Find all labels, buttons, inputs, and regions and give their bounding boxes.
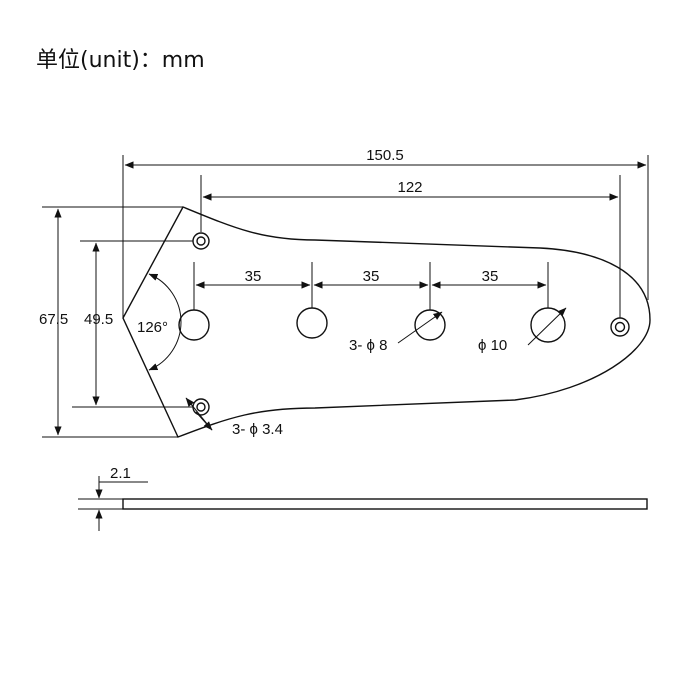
dim-label-spacing-2: 35 bbox=[363, 268, 380, 285]
dim-label-tip-angle: 126° bbox=[137, 319, 168, 336]
leader-screw-holes-b bbox=[195, 411, 213, 431]
screw-hole-bottom bbox=[192, 398, 210, 416]
label-large-holes: 3- ϕ 8 bbox=[349, 337, 387, 354]
pot-hole-1 bbox=[178, 309, 210, 341]
label-screw-holes: 3- ϕ 3.4 bbox=[232, 421, 283, 438]
unit-label: 单位(unit)：mm bbox=[36, 48, 205, 73]
screw-hole-top bbox=[192, 232, 210, 250]
extension-lines bbox=[42, 155, 649, 438]
dim-arc-tip-angle bbox=[148, 273, 182, 371]
dim-label-outer-height: 67.5 bbox=[39, 311, 68, 328]
dim-label-spacing-3: 35 bbox=[482, 268, 499, 285]
pot-hole-3 bbox=[414, 309, 446, 341]
dim-label-thickness: 2.1 bbox=[110, 465, 131, 482]
label-control-hole: ϕ 10 bbox=[478, 337, 507, 354]
plate-outline bbox=[122, 206, 651, 438]
dim-label-hole-span: 122 bbox=[397, 179, 422, 196]
dim-label-spacing-1: 35 bbox=[245, 268, 262, 285]
dim-label-overall-length: 150.5 bbox=[366, 147, 404, 164]
leader-large-holes bbox=[397, 311, 443, 344]
thickness-dimension bbox=[78, 476, 148, 531]
pot-hole-2 bbox=[296, 307, 328, 339]
side-view-profile bbox=[122, 498, 648, 510]
screw-hole-right bbox=[610, 317, 630, 337]
dim-label-hole-height: 49.5 bbox=[84, 311, 113, 328]
leader-control-hole bbox=[527, 307, 567, 346]
